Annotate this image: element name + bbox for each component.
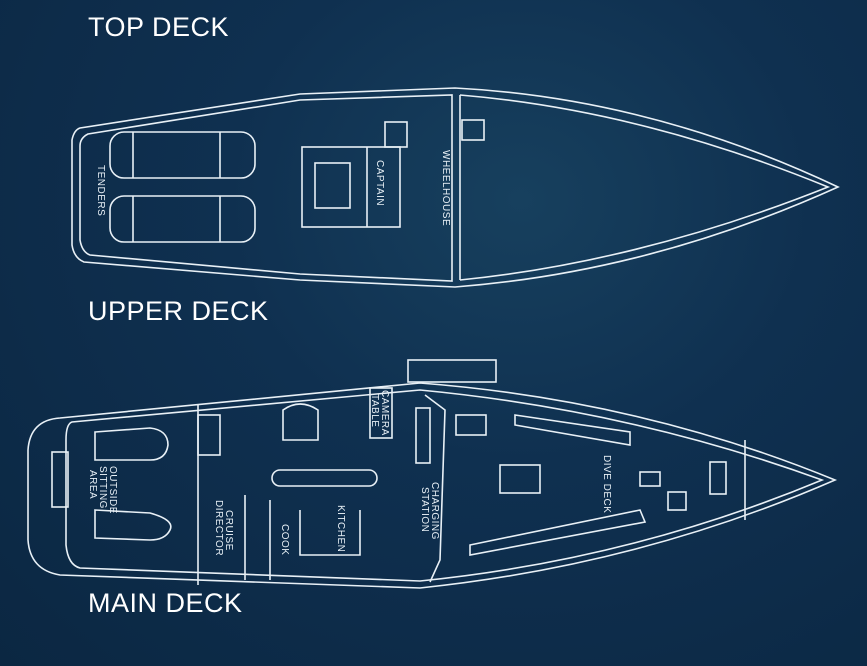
kitchen-walls [299, 510, 361, 556]
dive-benches-bottom [469, 509, 647, 556]
hatch [709, 461, 727, 495]
main-hull-inner [65, 389, 825, 582]
dive-locker [639, 471, 661, 487]
tenders-label: TENDERS [95, 165, 106, 216]
dive-box [667, 491, 687, 511]
upper-hull-inner [79, 94, 453, 282]
outside-label-3: AREA [87, 470, 98, 499]
stairs [384, 121, 408, 148]
tender-boat-2 [109, 195, 256, 243]
main-deck-plan: OUTSIDE SITTING AREA CAMERA TABLE CRUISE… [27, 359, 838, 589]
upper-deck-title: UPPER DECK [88, 296, 269, 326]
charging-label: CHARGING [429, 482, 440, 540]
tender-boat-1 [109, 131, 256, 179]
charging-station-wall [424, 394, 446, 583]
dive-table [499, 464, 541, 494]
stern-platform [51, 451, 69, 508]
cruise-label: CRUISE [223, 510, 234, 551]
dive-deck-label: DIVE DECK [601, 455, 612, 513]
upper-deck-plan: TENDERS CAPTAIN WHEELHOUSE [71, 87, 840, 288]
camera-label: CAMERA [379, 390, 390, 436]
table-label: TABLE [369, 394, 380, 427]
top-deck-title: TOP DECK [88, 12, 230, 42]
cook-label: COOK [279, 524, 290, 555]
main-deck-title: MAIN DECK [88, 588, 243, 618]
dive-stairs [455, 414, 487, 436]
kitchen-counter [271, 469, 378, 487]
round-table [282, 403, 319, 441]
director-label: DIRECTOR [213, 500, 224, 556]
outside-label-2: SITTING [97, 466, 108, 509]
station-label: STATION [419, 487, 430, 532]
charging-rack [415, 407, 431, 464]
stairs-bow [461, 119, 485, 141]
sofa-1 [94, 427, 169, 461]
captain-label: CAPTAIN [374, 160, 385, 206]
upper-hull-outline [71, 87, 840, 288]
bed [314, 162, 351, 209]
sofa-2 [94, 509, 172, 541]
camera-table [369, 387, 393, 439]
upper-bow-inner [459, 94, 831, 281]
wheelhouse-label: WHEELHOUSE [440, 150, 451, 226]
dive-benches-top [514, 414, 631, 446]
kitchen-label: KITCHEN [335, 505, 346, 552]
captain-cabin [301, 146, 401, 228]
outside-label-1: OUTSIDE [107, 466, 118, 514]
main-hull-outline [27, 382, 838, 589]
main-stairs [197, 414, 221, 456]
main-stairs-top [407, 359, 497, 383]
